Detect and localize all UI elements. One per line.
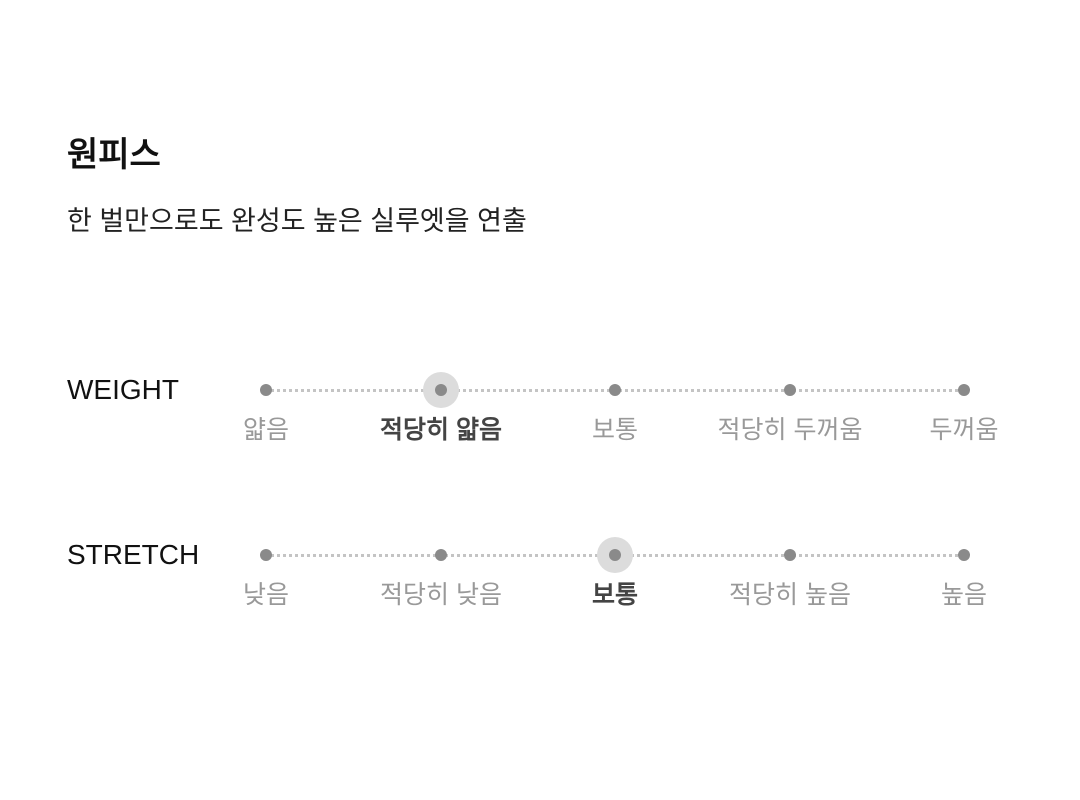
option-label: 적당히 두꺼움 xyxy=(717,416,863,444)
option-label: 두꺼움 xyxy=(929,416,999,444)
weight-label: WEIGHT xyxy=(67,374,179,405)
dot-icon xyxy=(958,549,970,561)
option-label: 적당히 높음 xyxy=(729,581,851,609)
stretch-label: STRETCH xyxy=(67,539,200,570)
option-label: 보통 xyxy=(591,416,639,444)
stretch-scale: STRETCH 낮음 적당히 낮음 보통 적당히 높음 높음 xyxy=(0,537,1080,635)
dot-icon xyxy=(435,384,447,396)
option-label: 보통 xyxy=(591,581,639,609)
dot-icon xyxy=(609,384,621,396)
dot-icon xyxy=(784,384,796,396)
weight-scale: WEIGHT 얇음 적당히 얇음 보통 적당히 두꺼움 두꺼움 xyxy=(0,372,1080,470)
option-label: 적당히 얇음 xyxy=(380,416,502,444)
product-title: 원피스 xyxy=(67,136,161,174)
dot-icon xyxy=(260,549,272,561)
option-label: 높음 xyxy=(940,581,988,609)
option-label: 적당히 낮음 xyxy=(380,581,502,609)
dot-icon xyxy=(958,384,970,396)
option-label: 얇음 xyxy=(242,416,290,444)
dot-icon xyxy=(260,384,272,396)
dot-icon xyxy=(435,549,447,561)
product-description: 한 벌만으로도 완성도 높은 실루엣을 연출 xyxy=(67,206,527,236)
dot-icon xyxy=(784,549,796,561)
dot-icon xyxy=(609,549,621,561)
option-label: 낮음 xyxy=(242,581,290,609)
